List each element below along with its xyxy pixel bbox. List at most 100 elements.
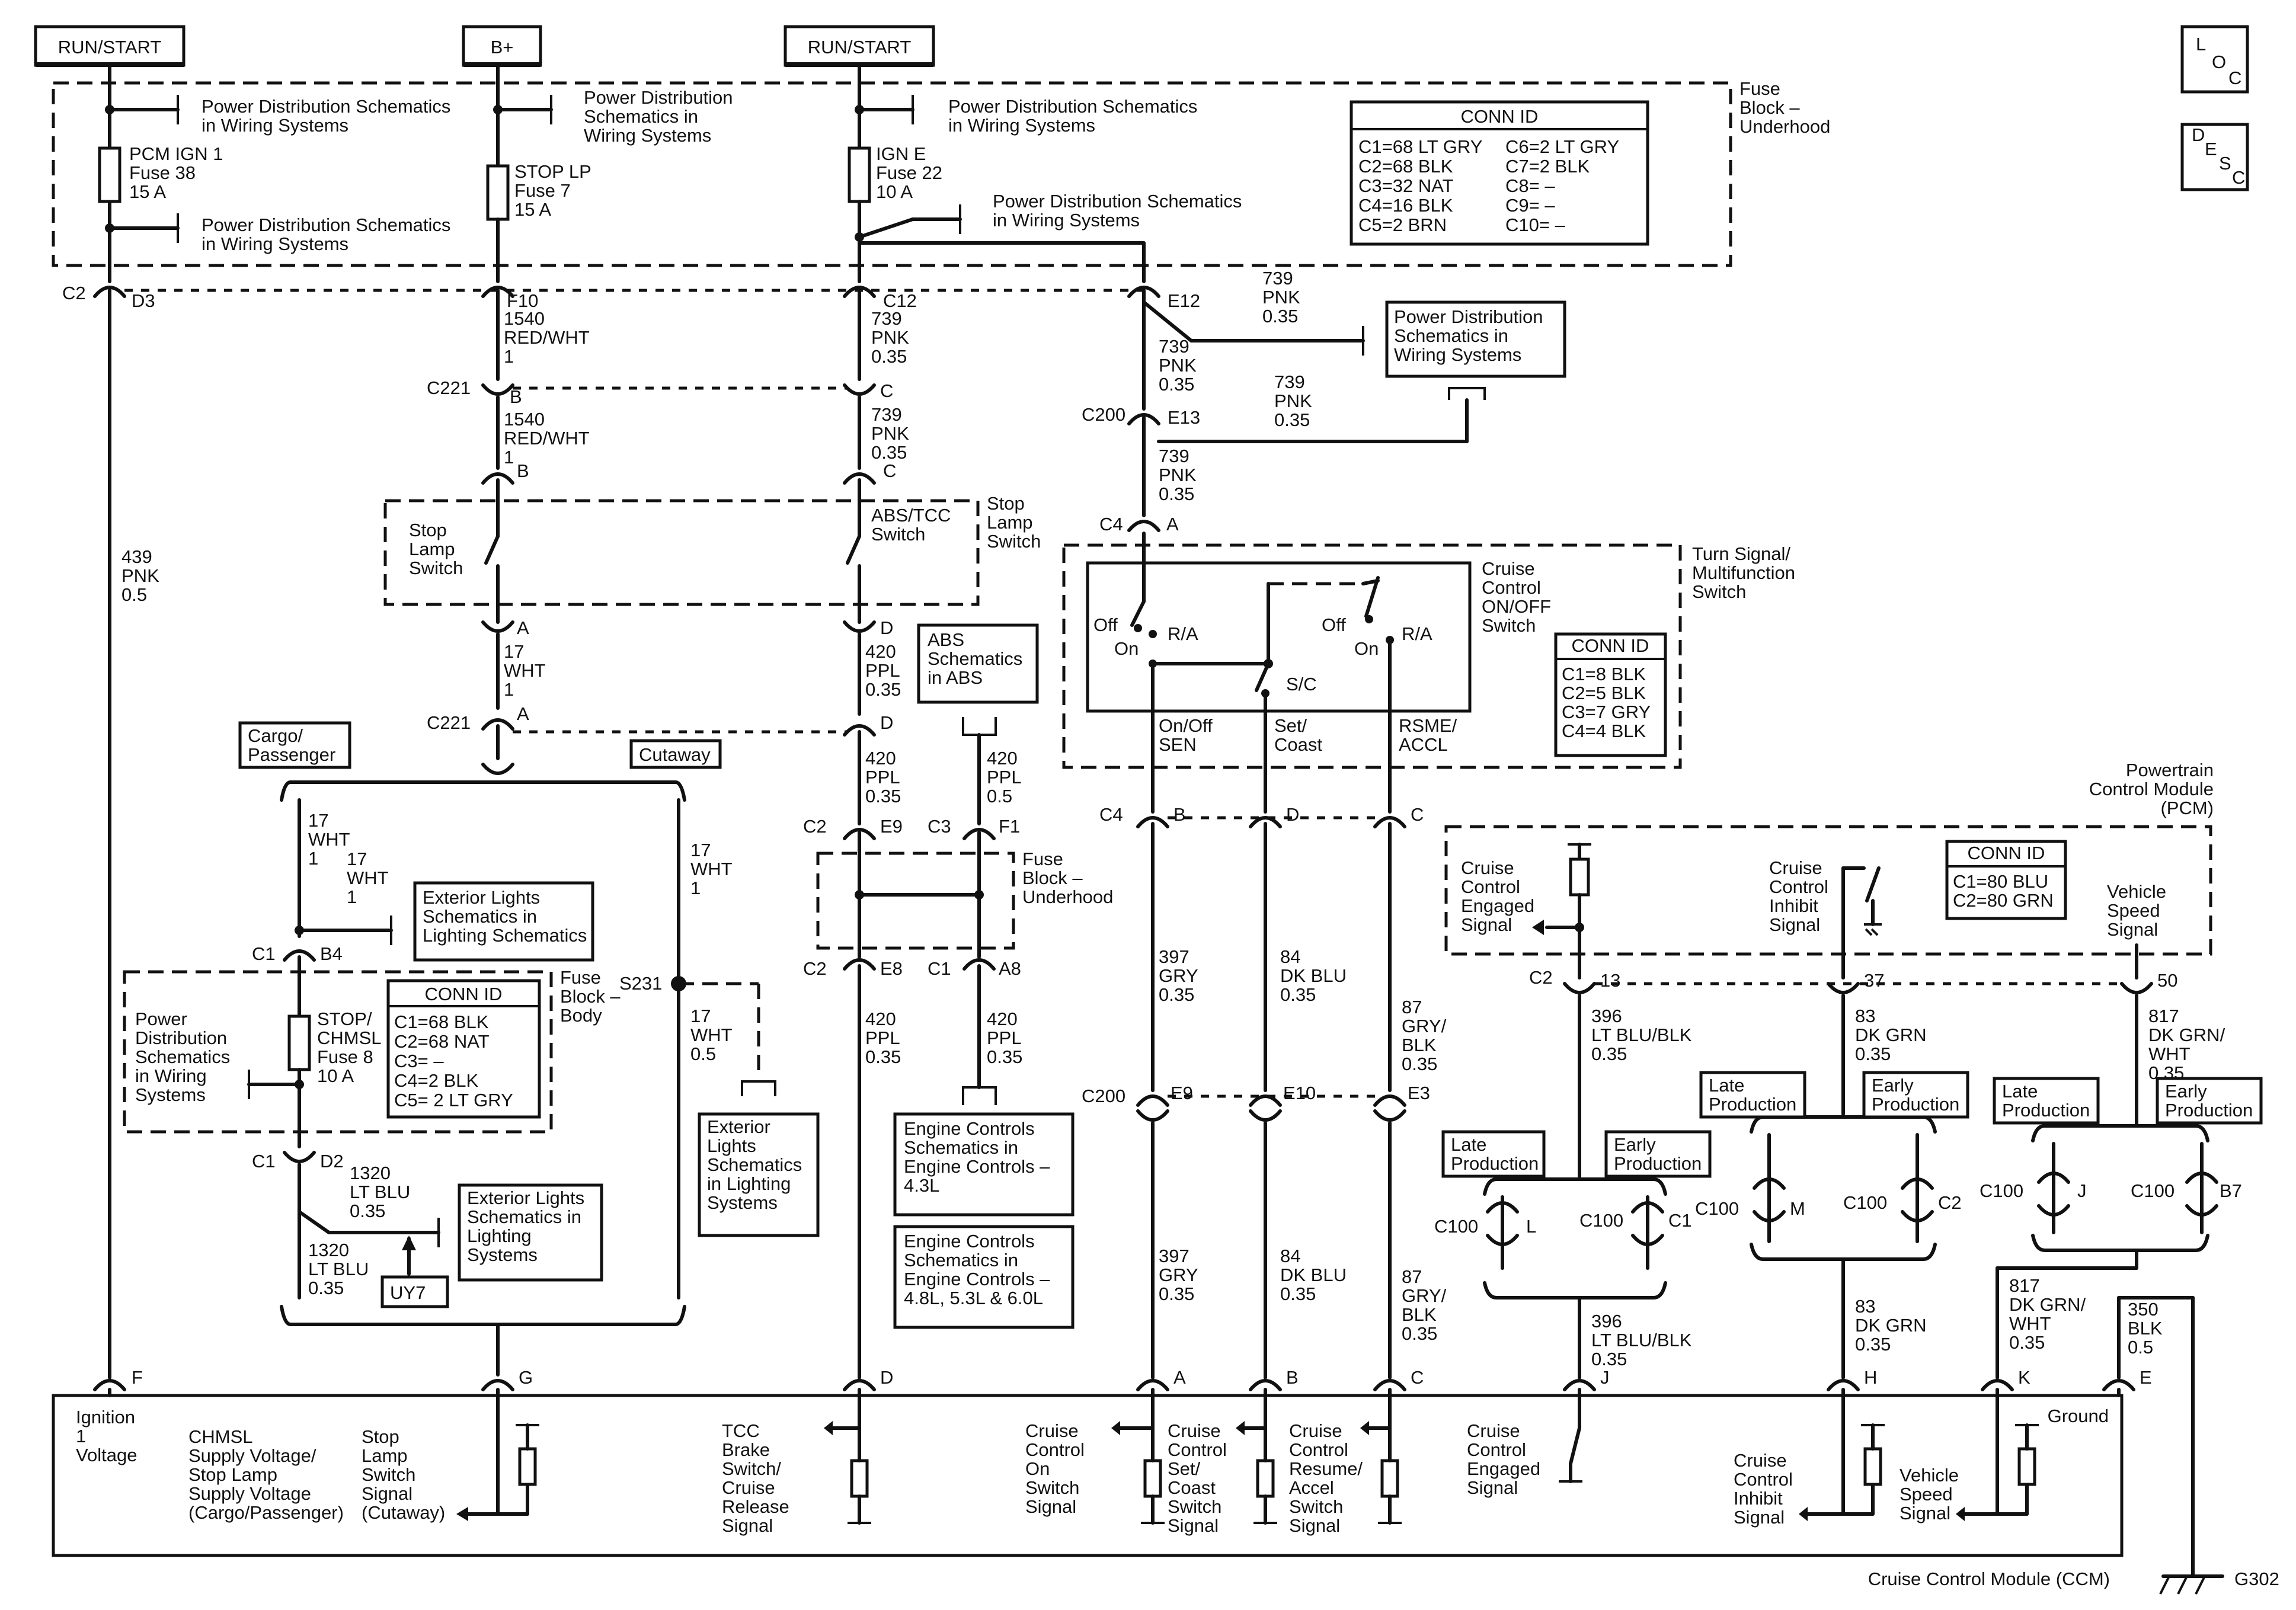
- engine-controls-ref-v8[interactable]: Engine Controls Schematics in Engine Con…: [893, 1225, 1075, 1329]
- svg-text:Underhood: Underhood: [1739, 116, 1830, 137]
- svg-text:ABS: ABS: [928, 629, 964, 650]
- svg-text:S/C: S/C: [1286, 674, 1317, 694]
- svg-text:0.35: 0.35: [1280, 1283, 1316, 1304]
- svg-text:17: 17: [308, 810, 328, 831]
- svg-text:M: M: [1790, 1198, 1805, 1219]
- svg-text:SEN: SEN: [1159, 734, 1197, 755]
- exterior-lights-ref-1[interactable]: Exterior Lights Schematics in Lighting S…: [413, 881, 594, 962]
- svg-text:Fuse: Fuse: [560, 967, 601, 988]
- svg-text:WHT: WHT: [347, 868, 389, 888]
- svg-text:Vehicle: Vehicle: [2107, 881, 2166, 902]
- svg-text:15 A: 15 A: [129, 181, 166, 202]
- svg-text:G302: G302: [2234, 1569, 2279, 1589]
- svg-text:Production: Production: [1872, 1094, 1959, 1115]
- svg-text:(Cargo/Passenger): (Cargo/Passenger): [188, 1502, 344, 1523]
- circuit-switch-outputs: C4 B D C 397 GRY 0.35 84 DK BLU 0.35 87 …: [1082, 804, 1447, 1391]
- svg-text:Cruise: Cruise: [1168, 1420, 1221, 1441]
- svg-text:E10: E10: [1283, 1083, 1316, 1103]
- svg-text:Cruise: Cruise: [1461, 857, 1514, 878]
- svg-text:0.35: 0.35: [865, 786, 901, 806]
- svg-text:Cruise Control Module (CCM): Cruise Control Module (CCM): [1868, 1569, 2110, 1589]
- svg-text:Ignition: Ignition: [76, 1407, 135, 1427]
- abs-schematics-ref[interactable]: ABS Schematics in ABS: [917, 623, 1039, 736]
- svg-text:50: 50: [2157, 970, 2177, 991]
- svg-text:0.35: 0.35: [871, 442, 907, 463]
- svg-text:C2: C2: [1529, 967, 1553, 988]
- svg-text:Coast: Coast: [1274, 734, 1322, 755]
- svg-text:Fuse 38: Fuse 38: [129, 162, 196, 183]
- svg-text:1: 1: [504, 447, 514, 468]
- svg-text:Schematics in: Schematics in: [904, 1137, 1018, 1158]
- svg-text:RSME/: RSME/: [1399, 715, 1457, 736]
- svg-text:Production: Production: [1614, 1153, 1702, 1174]
- svg-text:D: D: [880, 712, 893, 733]
- svg-text:0.35: 0.35: [871, 346, 907, 367]
- desc-icon[interactable]: D E S C: [2180, 123, 2249, 191]
- svg-text:439: 439: [121, 546, 152, 567]
- svg-text:17: 17: [504, 641, 524, 662]
- svg-text:1320: 1320: [308, 1240, 349, 1260]
- svg-text:C200: C200: [1082, 1086, 1125, 1106]
- svg-text:Off: Off: [1093, 614, 1118, 635]
- svg-text:in Wiring Systems: in Wiring Systems: [993, 210, 1140, 231]
- svg-text:37: 37: [1864, 970, 1884, 991]
- svg-text:C5= 2 LT GRY: C5= 2 LT GRY: [394, 1090, 513, 1110]
- svg-text:D: D: [1286, 804, 1299, 825]
- fuse-block-underhood: Fuse Block – Underhood: [52, 78, 1830, 267]
- svg-text:Cruise: Cruise: [1467, 1420, 1520, 1441]
- svg-text:739: 739: [871, 308, 902, 329]
- svg-text:C221: C221: [427, 377, 471, 398]
- svg-text:C1: C1: [252, 1151, 276, 1172]
- svg-text:C6=2 LT GRY: C6=2 LT GRY: [1505, 136, 1619, 157]
- exterior-lights-ref-3[interactable]: Exterior Lights Schematics in Lighting S…: [698, 1112, 820, 1237]
- svg-text:Signal: Signal: [1769, 914, 1820, 935]
- pds-ref-box-4[interactable]: Power Distribution Schematics in Wiring …: [1385, 300, 1566, 378]
- svg-text:Supply Voltage: Supply Voltage: [188, 1483, 311, 1504]
- loc-icon[interactable]: L O C: [2180, 25, 2249, 94]
- svg-text:DK BLU: DK BLU: [1280, 965, 1347, 986]
- svg-text:10 A: 10 A: [876, 181, 913, 202]
- svg-text:Control: Control: [1467, 1439, 1526, 1460]
- svg-text:Signal: Signal: [1461, 914, 1512, 935]
- svg-text:in Wiring Systems: in Wiring Systems: [202, 115, 348, 136]
- svg-text:Release: Release: [722, 1496, 789, 1517]
- svg-text:C100: C100: [1843, 1192, 1887, 1213]
- conn-id-table-pcm: CONN ID C1=80 BLU C2=80 GRN: [1945, 840, 2067, 920]
- exterior-lights-ref-2[interactable]: Exterior Lights Schematics in Lighting S…: [458, 1183, 603, 1282]
- svg-text:CONN ID: CONN ID: [1461, 106, 1539, 127]
- svg-text:Schematics in: Schematics in: [584, 106, 698, 127]
- svg-text:R/A: R/A: [1402, 623, 1432, 644]
- fuse-block-body: Fuse Block – Body Power Distribution Sch…: [123, 967, 621, 1134]
- svg-text:Fuse: Fuse: [1739, 78, 1780, 99]
- svg-text:Production: Production: [1709, 1094, 1796, 1115]
- svg-text:DK GRN: DK GRN: [1855, 1315, 1927, 1336]
- svg-text:0.35: 0.35: [1262, 306, 1298, 327]
- svg-text:in Wiring Systems: in Wiring Systems: [948, 115, 1095, 136]
- svg-text:0.35: 0.35: [1855, 1044, 1891, 1064]
- svg-text:Set/: Set/: [1274, 715, 1307, 736]
- svg-text:Fuse 8: Fuse 8: [317, 1046, 373, 1067]
- svg-text:CONN ID: CONN ID: [1968, 843, 2045, 863]
- svg-text:Stop: Stop: [362, 1426, 399, 1447]
- svg-text:1: 1: [347, 886, 357, 907]
- power-source-run-start-1: RUN/START: [34, 25, 186, 67]
- svg-text:CONN ID: CONN ID: [425, 984, 503, 1004]
- svg-text:Control: Control: [1025, 1439, 1085, 1460]
- svg-text:Engine Controls: Engine Controls: [904, 1118, 1035, 1139]
- svg-text:Accel: Accel: [1289, 1477, 1334, 1498]
- engine-controls-ref-4-3l[interactable]: Engine Controls Schematics in Engine Con…: [893, 1112, 1075, 1217]
- svg-text:C4=2 BLK: C4=2 BLK: [394, 1070, 479, 1091]
- svg-text:WHT: WHT: [2009, 1313, 2051, 1334]
- svg-text:TCC: TCC: [722, 1420, 760, 1441]
- svg-text:C2=80 GRN: C2=80 GRN: [1953, 890, 2054, 911]
- svg-text:WHT: WHT: [690, 1025, 733, 1045]
- svg-text:CONN ID: CONN ID: [1572, 635, 1649, 656]
- svg-text:DK GRN/: DK GRN/: [2009, 1294, 2086, 1315]
- svg-text:350: 350: [2128, 1299, 2159, 1320]
- svg-text:K: K: [2018, 1367, 2030, 1388]
- svg-text:PNK: PNK: [871, 327, 909, 348]
- svg-text:C100: C100: [2131, 1180, 2175, 1201]
- svg-text:Cruise: Cruise: [1734, 1450, 1787, 1471]
- svg-text:C100: C100: [1579, 1210, 1623, 1231]
- svg-text:Power: Power: [135, 1009, 187, 1029]
